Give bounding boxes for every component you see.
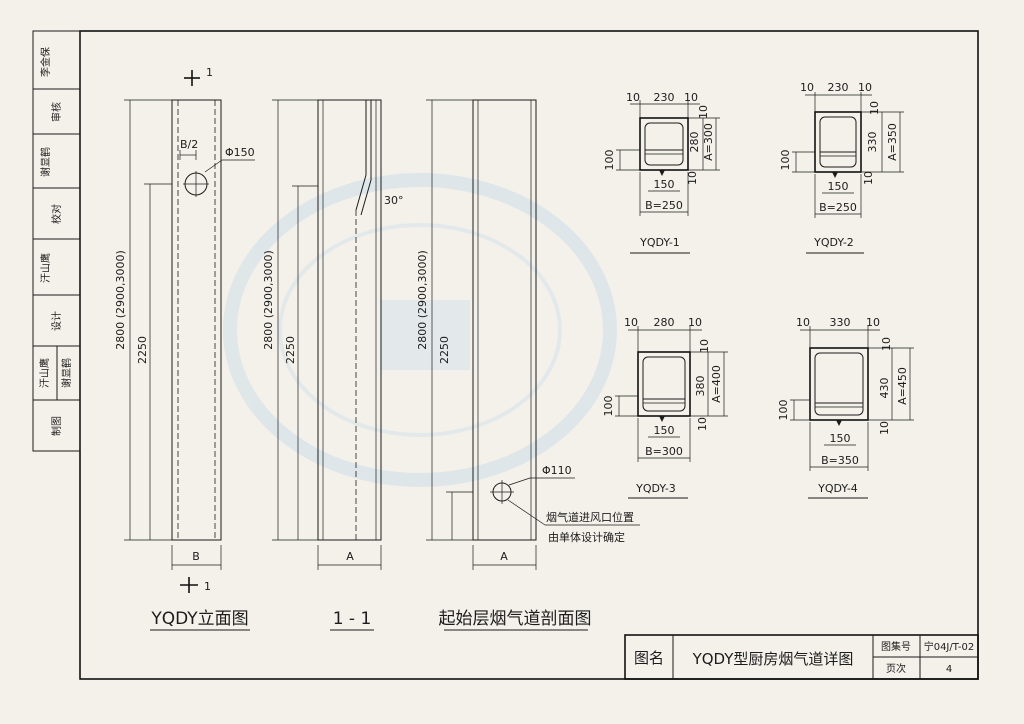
sidebar-cell-9: 制图 xyxy=(50,416,63,436)
elevation-height-hole: 2250 xyxy=(136,336,149,364)
hole-dia-label: Φ150 xyxy=(225,146,255,159)
yqdy2-wall-left: 10 xyxy=(800,81,814,94)
yqdy3-wall-top: 10 xyxy=(698,339,711,353)
start-height-hole: 2250 xyxy=(438,336,451,364)
yqdy4-inner-h: 430 xyxy=(878,378,891,399)
yqdy3-b-total: B=300 xyxy=(645,445,683,458)
sidebar-cell-1: 李金保 xyxy=(39,47,52,77)
yqdy4-name: YQDY-4 xyxy=(817,482,858,495)
section-title: 1 - 1 xyxy=(333,609,372,629)
yqdy2-wall-right: 10 xyxy=(858,81,872,94)
title-label-atlas: 图集号 xyxy=(881,640,911,653)
start-section-title: 起始层烟气道剖面图 xyxy=(439,609,592,629)
title-label-name: 图名 xyxy=(634,649,664,667)
elevation-height-total: 2800 (2900,3000) xyxy=(114,250,127,350)
page-number: 4 xyxy=(946,664,952,675)
yqdy4-wall-left: 10 xyxy=(796,316,810,329)
elevation-view: 1 1 B/2 Φ150 2800 (2900,3000) 2250 B YQD… xyxy=(114,66,255,631)
yqdy2-left-h: 100 xyxy=(779,150,792,171)
elevation-title: YQDY立面图 xyxy=(150,609,248,629)
yqdy4-inner-w: 330 xyxy=(830,316,851,329)
yqdy3-inner-w: 280 xyxy=(654,316,675,329)
yqdy3-wall-right: 10 xyxy=(688,316,702,329)
yqdy3-inner-h: 380 xyxy=(694,376,707,397)
section-mark-bottom: 1 xyxy=(204,580,211,593)
elevation-width-label: B xyxy=(192,550,200,563)
drawing-name: YQDY型厨房烟气道详图 xyxy=(692,650,854,668)
watermark-stamp xyxy=(223,173,617,487)
sidebar-cell-8: 谢显鹤 xyxy=(60,358,73,388)
yqdy2-name: YQDY-2 xyxy=(813,236,854,249)
signature-sidebar: 李金保 审核 谢显鹤 校对 汗山鹰 设计 汗山鹰 谢显鹤 制图 xyxy=(32,30,81,452)
yqdy1-inner-h: 280 xyxy=(688,132,701,153)
start-level-section-view: Φ110 烟气道进风口位置 由单体设计确定 2800 (2900,3000) 2… xyxy=(416,99,640,631)
atlas-number: 宁04J/T-02 xyxy=(924,640,975,653)
yqdy2-inner-h: 330 xyxy=(866,132,879,153)
title-block: 图名 YQDY型厨房烟气道详图 图集号 宁04J/T-02 页次 4 xyxy=(624,634,979,680)
title-label-page: 页次 xyxy=(886,662,906,675)
yqdy4-wall-bottom: 10 xyxy=(878,421,891,435)
yqdy1-left-h: 100 xyxy=(603,150,616,171)
inlet-hole-dia-label: Φ110 xyxy=(542,464,572,477)
yqdy1-wall-top: 10 xyxy=(697,105,710,119)
yqdy2-a-total: A=350 xyxy=(886,123,899,161)
sidebar-cell-6: 设计 xyxy=(50,311,63,331)
detail-yqdy-4: 10 330 10 10 430 A=450 10 100 150 B=350 … xyxy=(777,316,914,499)
yqdy1-hole: 150 xyxy=(654,178,675,191)
half-b-label: B/2 xyxy=(180,138,198,151)
sidebar-cell-4: 校对 xyxy=(50,204,63,224)
yqdy4-wall-right: 10 xyxy=(866,316,880,329)
section-angle-label: 30° xyxy=(384,194,404,207)
yqdy3-left-h: 100 xyxy=(602,396,615,417)
yqdy1-inner-w: 230 xyxy=(654,91,675,104)
yqdy2-wall-top: 10 xyxy=(868,101,881,115)
yqdy3-hole: 150 xyxy=(654,424,675,437)
sidebar-cell-5: 汗山鹰 xyxy=(39,253,52,283)
sidebar-cell-3: 谢显鹤 xyxy=(39,147,52,177)
inlet-note-line2: 由单体设计确定 xyxy=(548,530,625,544)
yqdy2-inner-w: 230 xyxy=(828,81,849,94)
yqdy4-wall-top: 10 xyxy=(880,337,893,351)
yqdy1-wall-bottom: 10 xyxy=(686,171,699,185)
yqdy4-hole: 150 xyxy=(830,432,851,445)
detail-yqdy-3: 10 280 10 10 380 A=400 10 100 150 B=300 … xyxy=(602,316,728,499)
yqdy1-name: YQDY-1 xyxy=(639,236,680,249)
yqdy2-wall-bottom: 10 xyxy=(862,171,875,185)
sidebar-cell-2: 审核 xyxy=(50,102,63,122)
yqdy4-b-total: B=350 xyxy=(821,454,859,467)
yqdy1-b-total: B=250 xyxy=(645,199,683,212)
section-mark-top: 1 xyxy=(206,66,213,79)
detail-yqdy-1: 10 230 10 10 280 A=300 10 100 150 B=250 … xyxy=(603,91,720,254)
start-width-label: A xyxy=(500,550,508,563)
sidebar-cell-7: 汗山鹰 xyxy=(38,358,51,388)
yqdy3-wall-bottom: 10 xyxy=(696,417,709,431)
yqdy4-a-total: A=450 xyxy=(896,367,909,405)
section-height-total: 2800 (2900,3000) xyxy=(262,250,275,350)
section-width-label: A xyxy=(346,550,354,563)
inlet-note-line1: 烟气道进风口位置 xyxy=(546,510,634,524)
yqdy4-left-h: 100 xyxy=(777,400,790,421)
yqdy3-wall-left: 10 xyxy=(624,316,638,329)
yqdy2-hole: 150 xyxy=(828,180,849,193)
section-height-hole: 2250 xyxy=(284,336,297,364)
yqdy1-wall-left: 10 xyxy=(626,91,640,104)
yqdy2-b-total: B=250 xyxy=(819,201,857,214)
yqdy1-a-total: A=300 xyxy=(702,123,715,161)
yqdy1-wall-right: 10 xyxy=(684,91,698,104)
yqdy3-name: YQDY-3 xyxy=(635,482,676,495)
detail-yqdy-2: 10 230 10 10 330 A=350 10 100 150 B=250 … xyxy=(779,81,904,254)
start-height-total: 2800 (2900,3000) xyxy=(416,250,429,350)
section-1-1-view: 30° 2800 (2900,3000) 2250 A 1 - 1 xyxy=(262,99,404,631)
yqdy3-a-total: A=400 xyxy=(710,365,723,403)
